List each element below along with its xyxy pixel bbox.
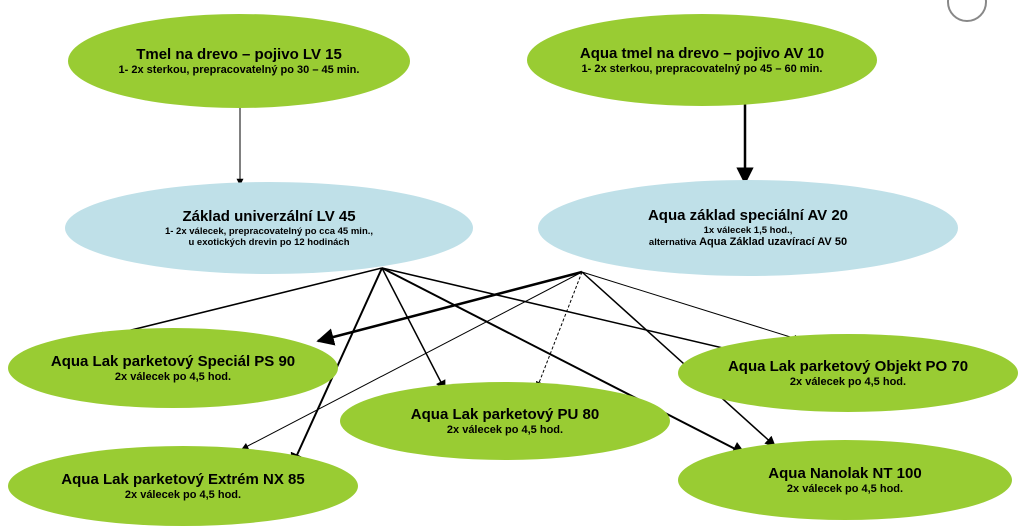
node-subtitle: 2x válecek po 4,5 hod. [786,482,904,495]
node-subtitle-line-1: 1x válecek 1,5 hod., [703,224,793,236]
node-title: Aqua Lak parketový Extrém NX 85 [61,470,305,488]
node-subtitle: 2x válecek po 4,5 hod. [446,423,564,436]
node-subtitle: 2x válecek po 4,5 hod. [124,488,242,501]
edge-lv45-to-ps90 [93,267,383,342]
node-aqua-tmel-av10: Aqua tmel na drevo – pojivo AV 10 1- 2x … [527,14,877,106]
node-title: Tmel na drevo – pojivo LV 15 [136,45,342,63]
node-subtitle: 2x válecek po 4,5 hod. [789,375,907,388]
edge-av20-to-pu80 [536,271,583,389]
edge-av20-to-po70 [581,271,801,342]
alternative-product: Aqua Základ uzavírací AV 50 [699,236,848,249]
node-subtitle: 1- 2x sterkou, prepracovatelný po 30 – 4… [118,63,360,76]
node-title: Aqua tmel na drevo – pojivo AV 10 [579,44,825,62]
node-pu80: Aqua Lak parketový PU 80 2x válecek po 4… [340,382,670,460]
node-title: Aqua Lak parketový Speciál PS 90 [50,352,296,370]
node-title: Aqua základ speciální AV 20 [647,206,849,224]
node-subtitle-line-2: u exotických drevin po 12 hodinách [188,237,350,248]
edge-lv45-to-nt100 [381,267,747,455]
node-title: Aqua Lak parketový PU 80 [410,405,600,423]
node-subtitle-line-2: alternativa Aqua Základ uzavírací AV 50 [649,236,847,249]
node-title: Aqua Nanolak NT 100 [768,464,922,482]
edge-av20-to-ps90 [316,270,583,346]
node-nx85: Aqua Lak parketový Extrém NX 85 2x válec… [8,446,358,526]
edge-av20-to-nx85 [241,271,583,450]
node-ps90: Aqua Lak parketový Speciál PS 90 2x vále… [8,328,338,408]
edge-lv45-to-po70 [381,267,742,355]
node-subtitle-line-1: 1- 2x válecek, prepracovatelný po cca 45… [164,225,374,237]
node-title: Aqua Lak parketový Objekt PO 70 [727,357,969,375]
node-nt100: Aqua Nanolak NT 100 2x válecek po 4,5 ho… [678,440,1012,520]
node-zaklad-lv45: Základ univerzální LV 45 1- 2x válecek, … [65,182,473,274]
edge-av20-to-nt100 [581,271,776,447]
node-title: Základ univerzální LV 45 [182,207,356,225]
node-po70: Aqua Lak parketový Objekt PO 70 2x válec… [678,334,1018,412]
alternative-prefix: alternativa [648,237,697,249]
node-subtitle: 1- 2x sterkou, prepracovatelný po 45 – 6… [581,62,823,75]
node-subtitle: 2x válecek po 4,5 hod. [114,370,232,383]
node-tmel-lv15: Tmel na drevo – pojivo LV 15 1- 2x sterk… [68,14,410,108]
edge-lv45-to-pu80 [381,267,446,391]
node-aqua-zaklad-av20: Aqua základ speciální AV 20 1x válecek 1… [538,180,958,276]
